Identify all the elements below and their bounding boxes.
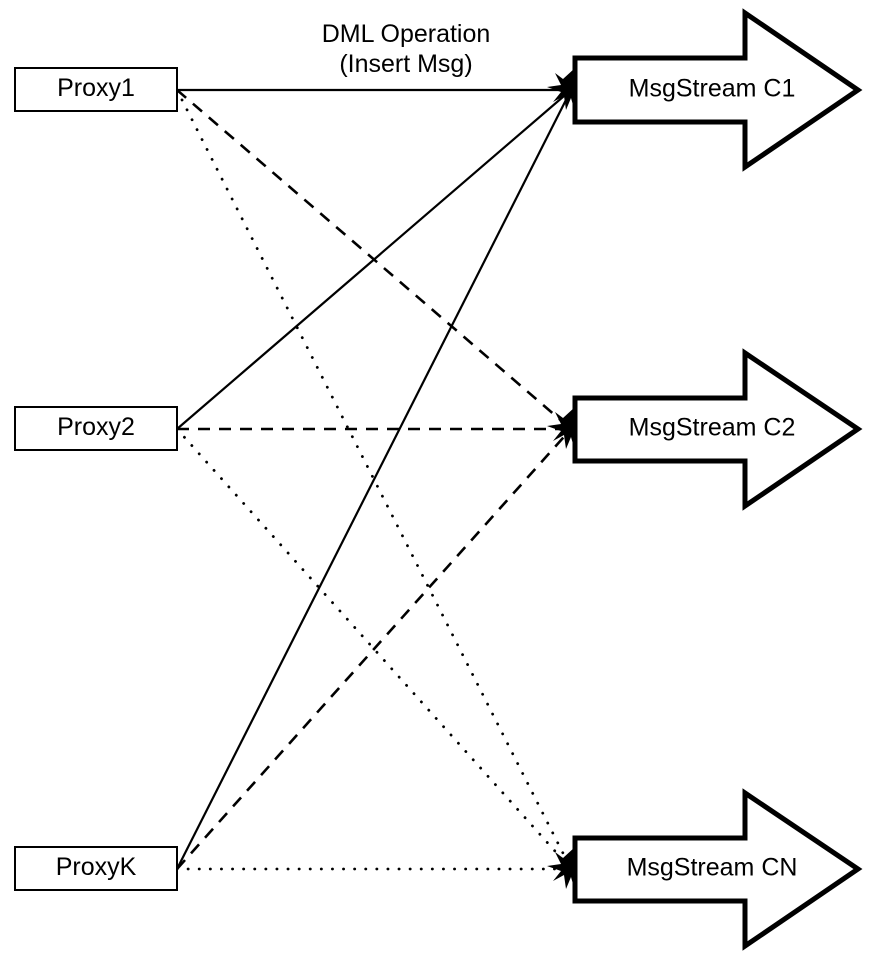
proxy-label: ProxyK xyxy=(56,853,137,881)
edge-label-dml-operation: DML Operation (Insert Msg) xyxy=(322,20,491,78)
stream-msgstream-c1: MsgStream C1 xyxy=(572,8,863,172)
proxy-box xyxy=(14,406,178,451)
arrow-head-msgstream-c1 xyxy=(547,68,575,112)
stream-msgstream-c2: MsgStream C2 xyxy=(572,348,863,511)
proxy-node-proxyk: ProxyK xyxy=(14,846,178,891)
stream-arrow-shape xyxy=(572,788,863,951)
edge-label-line-1: DML Operation xyxy=(322,20,491,48)
proxy-node-proxy1: Proxy1 xyxy=(14,67,178,112)
edge-proxyk-to-c1 xyxy=(176,89,572,870)
proxy-node-proxy2: Proxy2 xyxy=(14,406,178,451)
edge-proxyk-to-c2 xyxy=(176,428,572,870)
arrow-head-msgstream-c2 xyxy=(547,407,575,451)
arrowheads-layer xyxy=(547,68,575,891)
proxy-box xyxy=(14,67,178,112)
stream-label: MsgStream CN xyxy=(627,854,798,882)
proxy-box xyxy=(14,846,178,891)
proxy-label: Proxy2 xyxy=(57,413,135,441)
proxy-label: Proxy1 xyxy=(57,74,135,102)
edge-proxy2-to-c1 xyxy=(176,89,572,430)
stream-arrow-shape xyxy=(572,8,863,172)
edge-proxy1-to-cn xyxy=(175,88,573,871)
streams-layer: MsgStream C1 MsgStream C2 MsgStream CN xyxy=(572,8,863,951)
edge-label-line-2: (Insert Msg) xyxy=(339,50,472,78)
stream-label: MsgStream C1 xyxy=(629,75,796,103)
edges-layer xyxy=(175,88,573,871)
stream-label: MsgStream C2 xyxy=(629,414,796,442)
stream-msgstream-cn: MsgStream CN xyxy=(572,788,863,951)
arrow-head-msgstream-cn xyxy=(547,847,575,891)
stream-arrow-shape xyxy=(572,348,863,511)
